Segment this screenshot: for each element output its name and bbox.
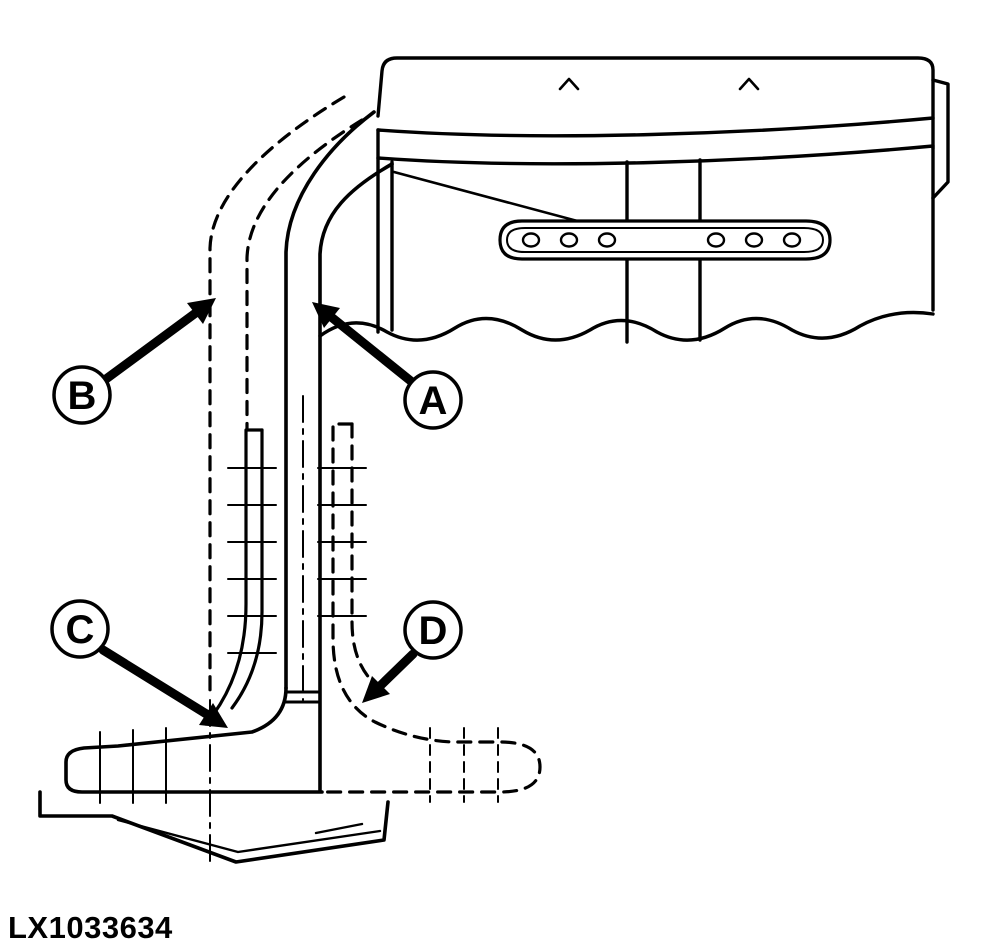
- dashed-arm-left-edge: [208, 95, 346, 698]
- callout-a-circle: [403, 370, 463, 430]
- support-arm-solid: [284, 110, 394, 792]
- band-upper: [376, 116, 935, 138]
- plate-hole: [706, 232, 726, 248]
- vent-notch-right: [738, 77, 760, 91]
- dashed-bracket-inner: [350, 422, 384, 692]
- arm-right-edge: [318, 162, 394, 792]
- top-bar: [376, 56, 935, 150]
- centerlines: [209, 395, 304, 869]
- dashed-arm-right-edge: [245, 118, 364, 430]
- wavy-break-line: [318, 310, 935, 342]
- arm-left-edge: [284, 110, 376, 690]
- plate-hole: [744, 232, 764, 248]
- plate-holes: [521, 232, 802, 248]
- callout-d-arrow-shaft: [373, 649, 418, 693]
- bracket-left-outer: [204, 428, 264, 726]
- plate-hole: [597, 232, 617, 248]
- callout-c-arrowhead: [199, 703, 228, 728]
- hole-plate-inner: [506, 227, 824, 253]
- callout-B: B: [52, 298, 216, 425]
- callout-b-label: B: [68, 374, 97, 418]
- callouts: B A C D: [50, 298, 463, 728]
- hole-plate: [498, 219, 832, 261]
- hole-plate-outline: [498, 219, 832, 261]
- figure-code: LX1033634: [8, 910, 173, 945]
- callout-a-arrow-shaft: [325, 311, 417, 387]
- callout-d-arrowhead: [362, 676, 390, 703]
- plate-hole: [782, 232, 802, 248]
- callout-b-arrow-shaft: [101, 307, 202, 384]
- foot-solid: [38, 686, 390, 864]
- right-tab: [931, 78, 950, 200]
- frame-assembly: [318, 56, 950, 344]
- plate-hole: [559, 232, 579, 248]
- skid-detail-line: [314, 822, 364, 835]
- callout-b-circle: [52, 365, 112, 425]
- callout-c-arrow-shaft: [98, 645, 213, 720]
- band-lower: [376, 144, 935, 166]
- hatch-marks: [227, 467, 367, 654]
- callout-C: C: [50, 599, 228, 728]
- skid-plate: [38, 790, 390, 864]
- dashed-foot-outline: [324, 422, 542, 794]
- callout-d-circle: [403, 600, 463, 660]
- callout-D: D: [362, 600, 463, 703]
- callout-a-arrowhead: [312, 302, 340, 328]
- skid-inner-line: [116, 818, 382, 854]
- support-arm-dashed: [208, 95, 364, 698]
- callout-b-arrowhead: [187, 298, 216, 324]
- plate-hole: [521, 232, 541, 248]
- callout-c-label: C: [66, 608, 95, 652]
- callout-c-circle: [50, 599, 110, 659]
- vent-notch-left: [558, 77, 580, 91]
- foot-outline: [64, 686, 324, 794]
- callout-A: A: [312, 302, 463, 430]
- callout-d-label: D: [419, 609, 448, 653]
- callout-a-label: A: [419, 379, 448, 423]
- foot-hatch-marks: [99, 727, 167, 804]
